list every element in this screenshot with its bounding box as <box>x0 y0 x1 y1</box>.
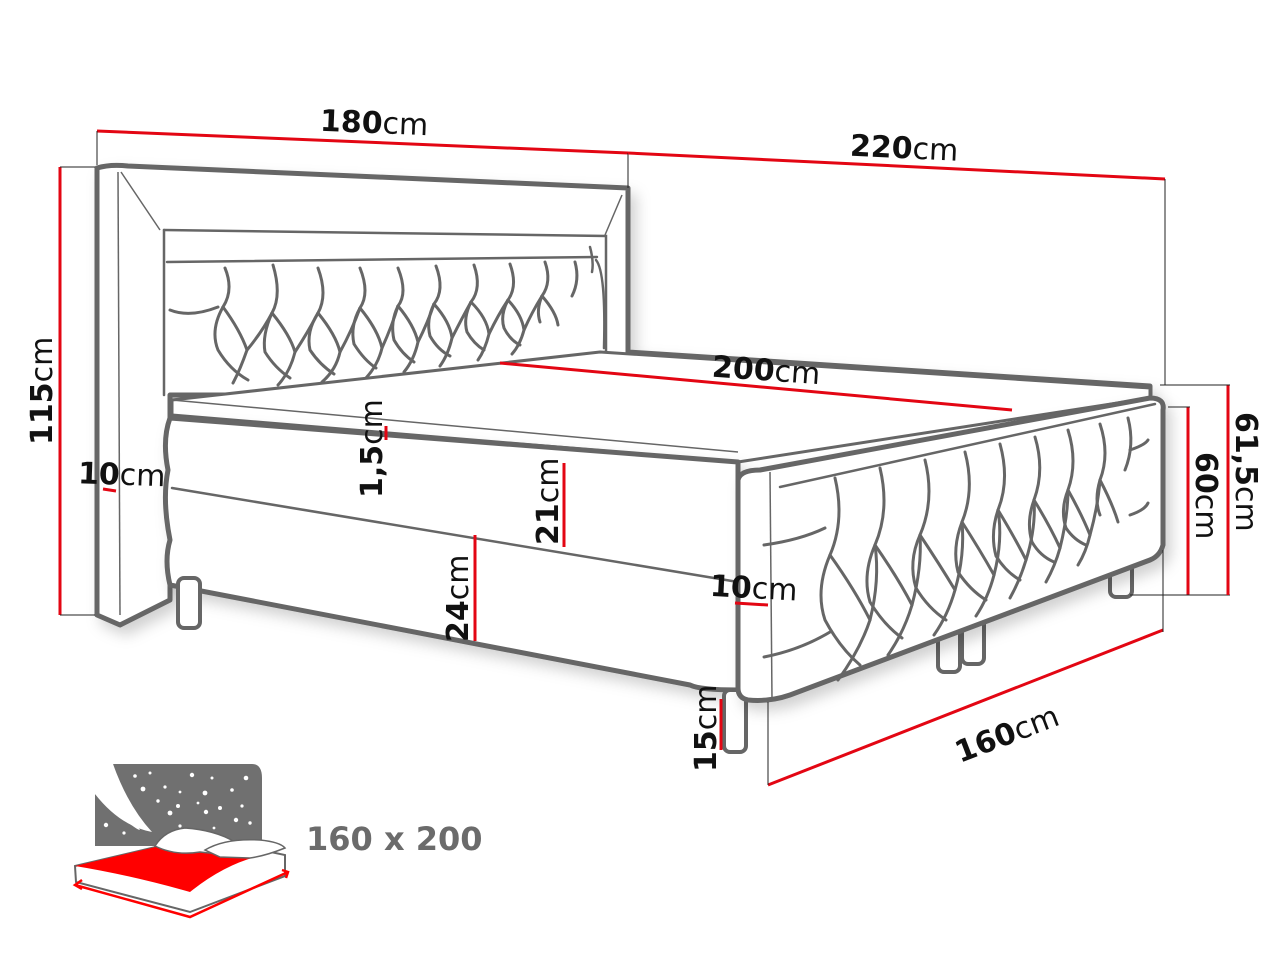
label-headboard-height: 115cm <box>25 337 60 445</box>
footboard <box>735 395 1166 703</box>
label-footboard-height: 60cm <box>1188 452 1223 539</box>
label-leg-height: 15cm <box>689 685 724 772</box>
label-mattress-height: 21cm <box>531 458 566 545</box>
label-mattress-width: 160cm <box>950 699 1064 771</box>
label-total-bed-height: 61,5cm <box>1228 412 1263 532</box>
dimension-lines <box>58 129 1230 787</box>
box-spring-side <box>162 415 741 693</box>
label-mattress-length: 200cm <box>711 350 822 392</box>
label-box-height: 24cm <box>441 555 476 642</box>
label-footboard-thickness: 10cm <box>709 569 798 609</box>
dimension-labels: 180cm 220cm 200cm 115cm 10cm 1,5cm 21cm … <box>25 104 1263 772</box>
size-badge: 160 x 200 <box>72 764 483 919</box>
bed-with-starry-night-icon <box>72 764 290 919</box>
label-overall-width: 180cm <box>319 104 429 143</box>
size-badge-label: 160 x 200 <box>306 820 483 858</box>
headboard-tufting <box>168 260 579 387</box>
label-headboard-thickness: 10cm <box>77 456 166 494</box>
label-topper-thickness: 1,5cm <box>355 399 390 498</box>
footboard-tufting <box>762 416 1150 682</box>
label-overall-length: 220cm <box>849 129 959 169</box>
